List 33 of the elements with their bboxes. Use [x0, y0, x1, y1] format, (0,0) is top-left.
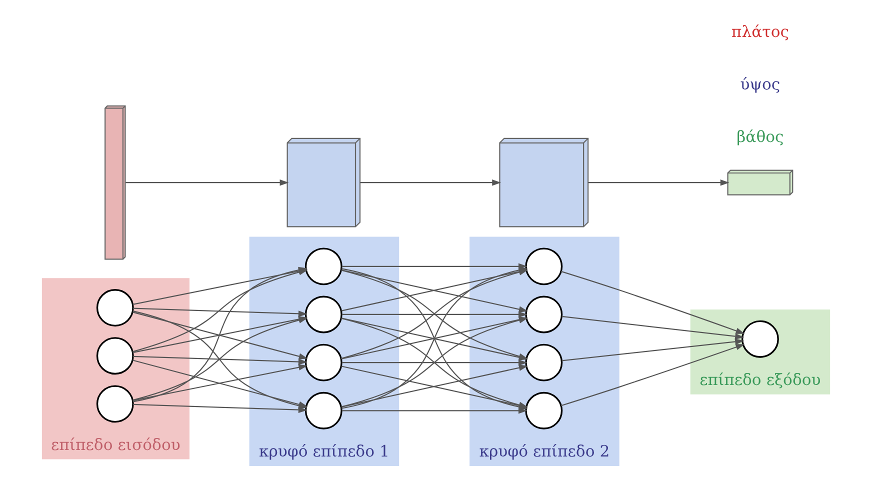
cluster: κρυφό επίπεδο 1 [249, 236, 400, 466]
arrow [342, 311, 528, 318]
node-circle [304, 296, 342, 334]
cluster: κρυφό επίπεδο 2 [470, 236, 620, 466]
node-circle [525, 344, 563, 382]
node-circle [96, 289, 134, 326]
label: ύψος [740, 74, 780, 94]
arrow [132, 364, 308, 402]
arrow [360, 179, 502, 186]
node-circle [304, 392, 342, 430]
cluster: επίπεδο εισόδου [42, 278, 190, 460]
arrow [133, 356, 308, 365]
arrow [342, 359, 528, 366]
label: βάθος [736, 126, 784, 146]
node-circle [304, 344, 342, 382]
arrow [133, 308, 308, 317]
node-circle [525, 296, 563, 334]
arrow [562, 316, 744, 340]
node-circle [96, 337, 134, 375]
node-circle [96, 385, 134, 423]
arrow [126, 179, 289, 186]
arrow [561, 270, 745, 334]
node-circle [525, 248, 563, 286]
arrow [342, 408, 528, 414]
cluster: επίπεδο εξόδου [690, 309, 830, 394]
label: πλάτος [731, 22, 790, 41]
arrow [132, 360, 308, 408]
arrow [562, 338, 744, 362]
arrow [588, 179, 730, 186]
node-circle [741, 320, 779, 358]
arrow [561, 344, 745, 406]
node-circle [304, 248, 342, 286]
node-circle [525, 392, 563, 430]
